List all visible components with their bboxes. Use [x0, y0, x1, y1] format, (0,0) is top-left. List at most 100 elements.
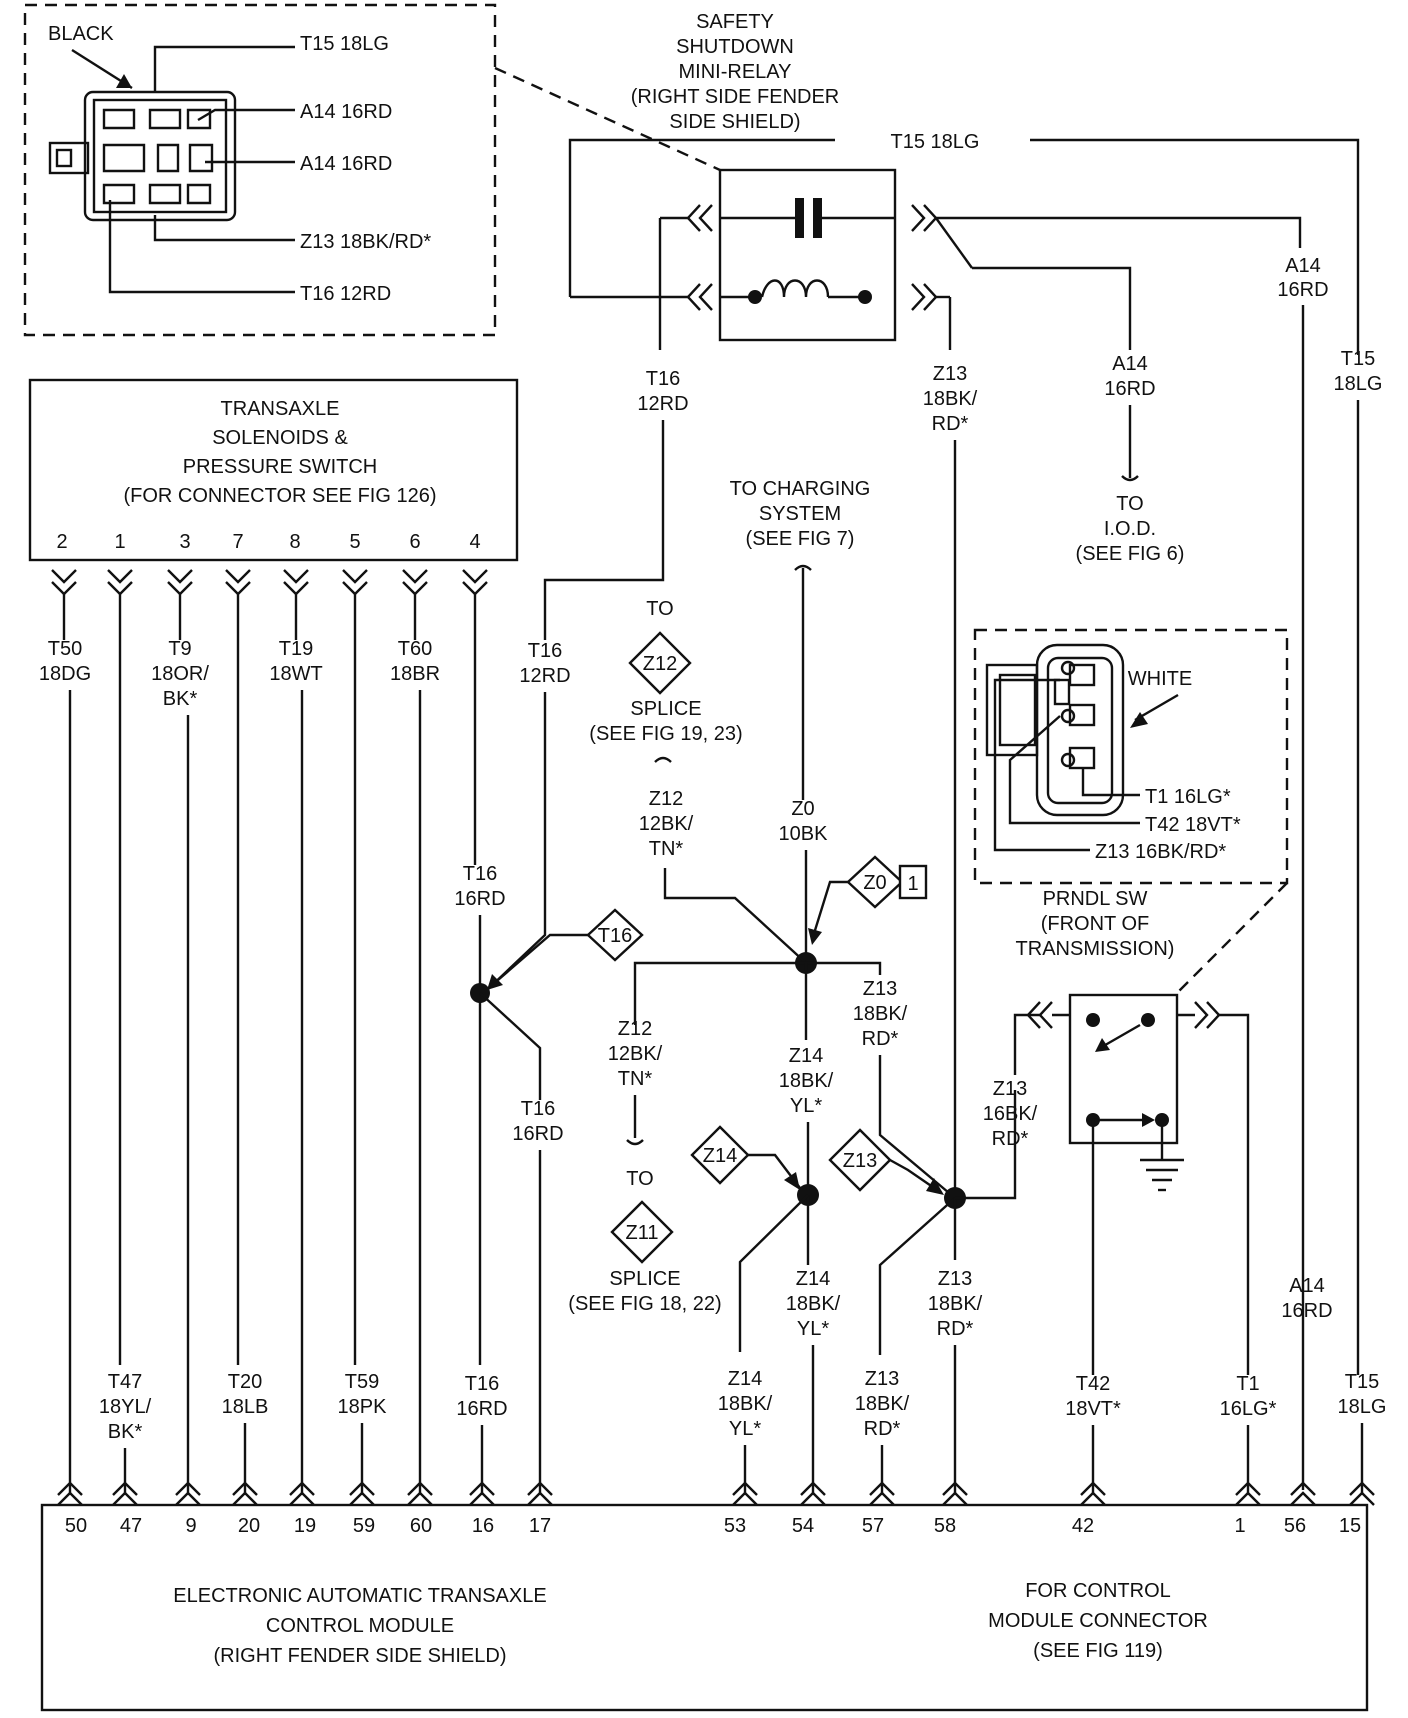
- module-title-3: (RIGHT FENDER SIDE SHIELD): [214, 1645, 507, 1667]
- transaxle-pin-6: 6: [409, 531, 420, 553]
- wire-t15-right-label-2: 18LG: [1334, 373, 1383, 395]
- wire-z13-relay-label-2: 18BK/: [923, 388, 978, 410]
- wire-z13-mid-label-3: RD*: [862, 1028, 899, 1050]
- prndl-title-2: (FRONT OF: [1041, 913, 1150, 935]
- wire-t16-lower-label-1: T16: [465, 1373, 499, 1395]
- iod-ref-1: TO: [1116, 493, 1143, 515]
- transaxle-solenoids-box: TRANSAXLE SOLENOIDS & PRESSURE SWITCH (F…: [28, 378, 519, 562]
- wire-z14-low-label-3: YL*: [797, 1318, 829, 1340]
- splice-z0-label: Z0: [863, 872, 886, 894]
- transaxle-title-2: SOLENOIDS &: [212, 427, 348, 449]
- wire-z13-prndl-label-2: 16BK/: [983, 1103, 1038, 1125]
- pin-label-t15: T15 18LG: [300, 33, 389, 55]
- splice-z12-diamond: [628, 631, 692, 695]
- wire-t9-label-1: T9: [168, 638, 191, 660]
- module-pin-60: 60: [410, 1515, 432, 1537]
- relay-title-3: MINI-RELAY: [679, 61, 792, 83]
- wire-z13-prndl: [955, 1090, 1017, 1200]
- safety-shutdown-relay: SAFETY SHUTDOWN MINI-RELAY (RIGHT SIDE F…: [570, 11, 973, 342]
- prndl-connector-icon: [985, 643, 1125, 817]
- wire-t16-right-label-1: T16: [521, 1098, 555, 1120]
- prndl-pin-z13: Z13 16BK/RD*: [1095, 841, 1226, 863]
- module-pin-numbers: 50 47 9 20 19 59 60 16 17 53 54 57 58 42…: [65, 1515, 1361, 1537]
- wire-a14-iod: [972, 266, 1132, 350]
- pin-label-t16: T16 12RD: [300, 283, 391, 305]
- prndl-leader-dashed: [1174, 882, 1288, 996]
- wire-z13-relay-label-1: Z13: [933, 363, 967, 385]
- transaxle-box: [28, 378, 519, 562]
- transaxle-title-4: (FOR CONNECTOR SEE FIG 126): [123, 485, 436, 507]
- wire-z13-low-label-1: Z13: [938, 1268, 972, 1290]
- wire-z12-upper-label-3: TN*: [649, 838, 684, 860]
- iod-ref-3: (SEE FIG 6): [1076, 543, 1185, 565]
- wire-t20-label-2: 18LB: [222, 1396, 269, 1418]
- prndl-switch-contact-icon: [1086, 1013, 1100, 1027]
- prndl-pin-t42: T42 18VT*: [1145, 814, 1241, 836]
- wire-t59-label-2: 18PK: [338, 1396, 388, 1418]
- transaxle-pin-7: 7: [232, 531, 243, 553]
- splice-z0-ground-box: [898, 864, 928, 900]
- wire-t1: [1219, 1013, 1250, 1375]
- charging-ref-3: (SEE FIG 7): [746, 528, 855, 550]
- wire-z13-mid-label-1: Z13: [863, 978, 897, 1000]
- transaxle-connector-chevrons: [51, 569, 488, 596]
- wire-a14-right-label-2: 16RD: [1277, 279, 1328, 301]
- prndl-white-label: WHITE: [1128, 668, 1192, 690]
- wire-t15-bot-label-1: T15: [1345, 1371, 1379, 1393]
- module-pin-1: 1: [1234, 1515, 1245, 1537]
- z11-break-icon: [626, 1139, 644, 1146]
- wire-z14-bot-label-3: YL*: [729, 1418, 761, 1440]
- wire-t16-12rd-label-1: T16: [528, 640, 562, 662]
- iod-ref-2: I.O.D.: [1104, 518, 1156, 540]
- wire-z14-mid-label-1: Z14: [789, 1045, 823, 1067]
- black-connector-inset: BLACK T15 18LG A14 16RD A14 16RD Z13 18B…: [23, 3, 497, 337]
- iod-break-icon: [1121, 475, 1139, 482]
- wire-t59-label-1: T59: [345, 1371, 379, 1393]
- wire-z13-mid: [878, 1055, 956, 1199]
- pin-label-z13: Z13 18BK/RD*: [300, 231, 431, 253]
- wire-t9-label-3: BK*: [163, 688, 198, 710]
- charging-break-icon: [794, 564, 812, 571]
- wire-t16-12rd: [543, 420, 665, 640]
- z12-break-icon: [654, 756, 672, 763]
- transaxle-pin-5: 5: [349, 531, 360, 553]
- transaxle-pin-4: 4: [469, 531, 480, 553]
- wire-t16-relay-label-2: 12RD: [637, 393, 688, 415]
- wire-z13-bot-label-3: RD*: [864, 1418, 901, 1440]
- wire-a14-right-label-1: A14: [1285, 255, 1321, 277]
- wire-t16-12rd-label-2: 12RD: [519, 665, 570, 687]
- to-z12-label: TO: [646, 598, 673, 620]
- wire-t60-label-1: T60: [398, 638, 432, 660]
- module-pin-57: 57: [862, 1515, 884, 1537]
- wire-z13-bot-label-1: Z13: [865, 1368, 899, 1390]
- pin-label-a14-2: A14 16RD: [300, 153, 392, 175]
- wire-z12-lower-label-1: Z12: [618, 1018, 652, 1040]
- z11-splice-ref-2: (SEE FIG 18, 22): [568, 1293, 721, 1315]
- wire-t9-label-2: 18OR/: [151, 663, 209, 685]
- module-connector-note-3: (SEE FIG 119): [1033, 1640, 1163, 1662]
- wire-z13-prndl-label-1: Z13: [993, 1078, 1027, 1100]
- wire-t16-upper-label-2: 16RD: [454, 888, 505, 910]
- prndl-title-3: TRANSMISSION): [1016, 938, 1175, 960]
- inset-leader-dashed: [494, 66, 721, 172]
- transaxle-pin-3: 3: [179, 531, 190, 553]
- wire-t42-label-1: T42: [1076, 1373, 1110, 1395]
- prndl-dashed-frame: [973, 628, 1289, 885]
- wire-t15-top-right: [1030, 138, 1360, 355]
- splice-z11-label: Z11: [626, 1222, 659, 1244]
- splice-z11-diamond: [610, 1200, 674, 1264]
- wire-z14-bot-label-2: 18BK/: [718, 1393, 773, 1415]
- splice-t16-diamond: [586, 908, 644, 962]
- wire-a14-iod-label-1: A14: [1112, 353, 1148, 375]
- wire-z12-lower-label-2: 12BK/: [608, 1043, 663, 1065]
- to-z11-label: TO: [626, 1168, 653, 1190]
- wire-t16-upper-label-1: T16: [463, 863, 497, 885]
- wire-t1-label-2: 16LG*: [1220, 1398, 1277, 1420]
- relay-title-4: (RIGHT SIDE FENDER: [631, 86, 840, 108]
- transaxle-title-1: TRANSAXLE: [221, 398, 340, 420]
- wire-z0-label-1: Z0: [791, 798, 814, 820]
- wire-z0-label-2: 10BK: [779, 823, 829, 845]
- wire-t42-label-2: 18VT*: [1065, 1398, 1121, 1420]
- module-pin-47: 47: [120, 1515, 142, 1537]
- wire-t15-right-label-1: T15: [1341, 348, 1375, 370]
